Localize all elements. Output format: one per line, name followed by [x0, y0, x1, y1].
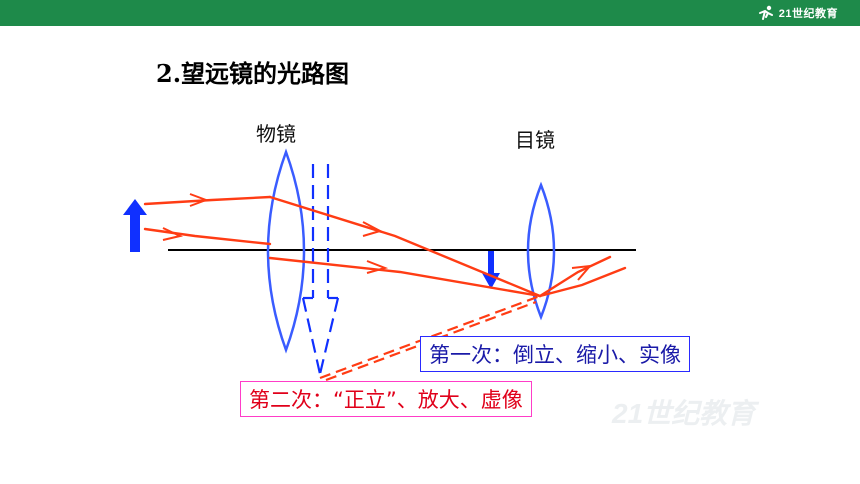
ray-arrowheads — [162, 193, 593, 281]
brand-text: 21世纪教育 — [778, 8, 838, 20]
eyepiece-lens-label: 目镜 — [515, 128, 555, 152]
ray-arrowhead — [362, 221, 383, 237]
ray-bottom-incident — [143, 227, 272, 246]
ray-arrowhead — [366, 260, 389, 274]
first-image-note: 第一次：倒立、缩小、实像 — [420, 336, 690, 372]
ray-bottom-refracted — [268, 256, 542, 298]
slide-title: 2.望远镜的光路图 — [156, 59, 350, 88]
real-image-arrow — [482, 251, 500, 289]
ray-arrowhead — [571, 264, 593, 281]
brand-logo: 21世纪教育 — [757, 3, 838, 23]
objective-lens-label: 物镜 — [256, 122, 296, 146]
ray-top-incident — [143, 195, 272, 206]
ray-top-refracted — [268, 195, 542, 298]
watermark: 21世纪教育 — [612, 398, 756, 429]
second-image-note: 第二次：“正立”、放大、虚像 — [240, 381, 532, 417]
ray-out-upper — [538, 255, 612, 298]
objective-lens — [266, 148, 306, 354]
object-arrow — [123, 199, 147, 252]
ray-out-lower — [538, 266, 627, 298]
ray-arrowhead — [189, 193, 209, 207]
header-bar: 21世纪教育 — [0, 0, 860, 26]
ray-arrowhead — [162, 227, 184, 241]
virtual-image-arrow — [301, 164, 340, 375]
eyepiece-lens — [526, 181, 556, 321]
runner-icon — [758, 5, 773, 20]
light-rays — [143, 195, 627, 298]
